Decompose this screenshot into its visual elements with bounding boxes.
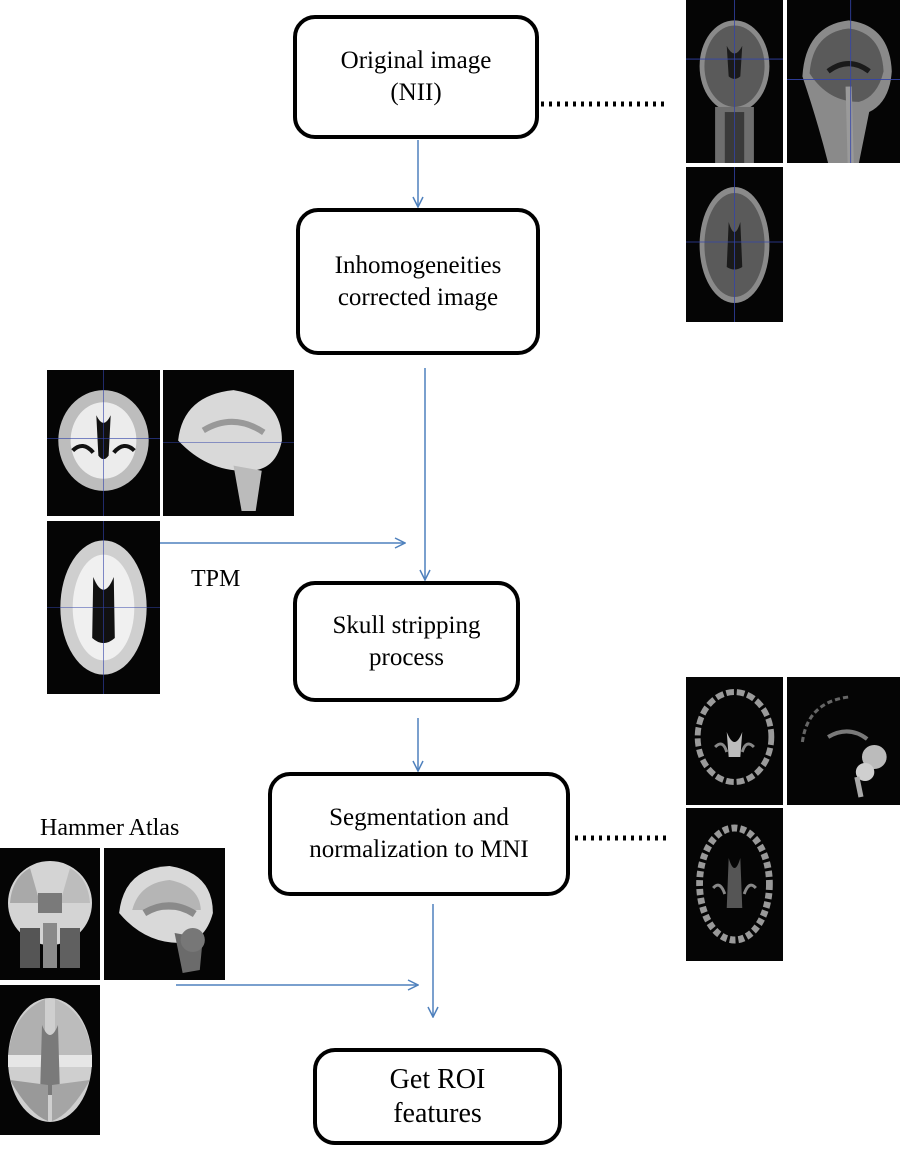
roi-features-label: Get ROI features xyxy=(389,1063,486,1129)
tpm-label: TPM xyxy=(191,566,241,592)
skull-stripping-box: Skull stripping process xyxy=(293,581,520,702)
original-image-label: Original image (NII) xyxy=(340,47,492,106)
tpm-sagittal-image xyxy=(163,370,294,516)
skull-stripping-label: Skull stripping process xyxy=(332,611,481,671)
segmented-sagittal-image xyxy=(787,677,900,805)
tpm-axial-image xyxy=(47,521,160,694)
segmented-coronal-image xyxy=(686,677,783,805)
atlas-coronal-image xyxy=(0,848,100,980)
segmentation-label: Segmentation and normalization to MNI xyxy=(309,804,529,863)
roi-features-box: Get ROI features xyxy=(313,1048,562,1145)
segmentation-box: Segmentation and normalization to MNI xyxy=(268,772,570,896)
tpm-coronal-image xyxy=(47,370,160,516)
segmented-axial-image xyxy=(686,808,783,961)
inhomogeneity-box: Inhomogeneities corrected image xyxy=(296,208,540,355)
inhomogeneity-label: Inhomogeneities corrected image xyxy=(334,251,502,311)
atlas-axial-image xyxy=(0,985,100,1135)
original-image-box: Original image (NII) xyxy=(293,15,539,139)
atlas-sagittal-image xyxy=(104,848,225,980)
original-coronal-image xyxy=(686,0,783,163)
original-axial-image xyxy=(686,167,783,322)
hammer-atlas-label: Hammer Atlas xyxy=(40,815,180,841)
original-sagittal-image xyxy=(787,0,900,163)
